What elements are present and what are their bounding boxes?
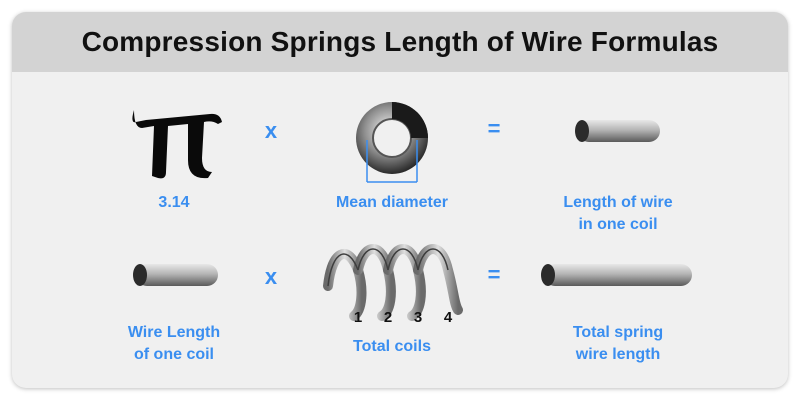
coil-ring-icon [337, 96, 447, 196]
coil-number-3: 3 [414, 309, 422, 326]
long-wire-icon [536, 260, 696, 290]
coil-number-1: 1 [354, 309, 362, 326]
spring-coils-icon: 1 2 3 4 [318, 230, 468, 330]
equals-operator: = [487, 116, 501, 141]
coil-number-2: 2 [384, 309, 392, 326]
formula-card: Compression Springs Length of Wire Formu… [12, 12, 788, 388]
coil-number-4: 4 [444, 309, 453, 326]
total-wire-length-label: Total spring wire length [572, 324, 664, 363]
length-one-coil-result-label: Length of wire in one coil [563, 194, 673, 233]
title-banner: Compression Springs Length of Wire Formu… [12, 12, 788, 72]
pi-symbol-icon [122, 100, 232, 186]
multiply-operator: x [264, 118, 278, 143]
short-wire-icon [570, 116, 664, 146]
equals-operator-2: = [487, 262, 501, 287]
page-title: Compression Springs Length of Wire Formu… [81, 26, 719, 57]
mean-diameter-label: Mean diameter [335, 194, 449, 211]
multiply-operator-2: x [264, 264, 278, 289]
pi-value-label: 3.14 [158, 194, 190, 211]
wire-length-one-coil-label: Wire Length of one coil [127, 324, 221, 363]
total-coils-label: Total coils [353, 338, 431, 355]
wire-segment-icon [128, 260, 222, 290]
